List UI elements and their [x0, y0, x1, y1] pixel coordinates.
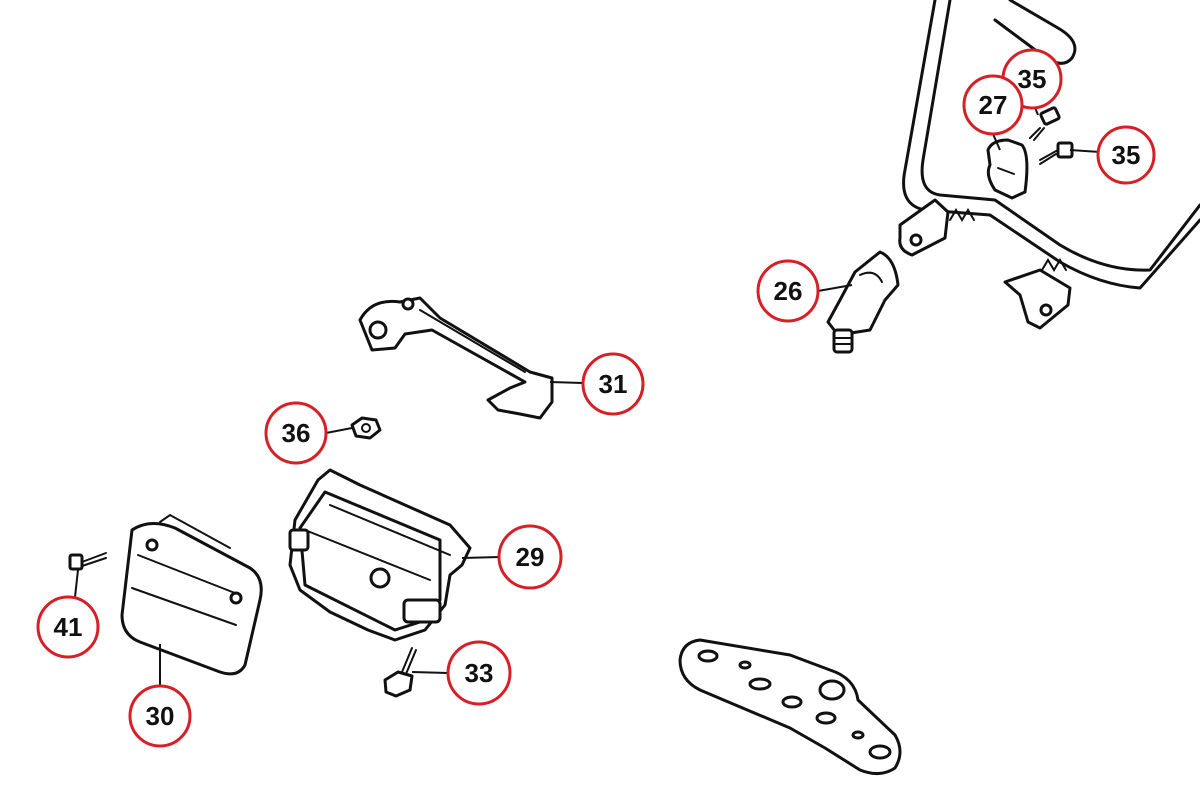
callout-circle [1096, 125, 1156, 185]
callout-circle [36, 595, 100, 659]
frame-part [898, 0, 1200, 330]
callout-label: 35 [1112, 140, 1141, 170]
case-part-29 [288, 468, 472, 642]
callout-29: 29 [497, 524, 563, 590]
callout-circle [497, 524, 563, 590]
callout-label: 36 [282, 418, 311, 448]
bracket-part-31 [358, 296, 554, 420]
cover-part-30 [120, 513, 263, 676]
callout-27: 27 [962, 74, 1024, 136]
callout-circle [581, 352, 645, 416]
callout-circle [264, 401, 328, 465]
callout-circle [756, 259, 820, 323]
bolt-part-33 [383, 647, 417, 698]
callout-33: 33 [446, 640, 512, 706]
callout-35-right: 35 [1096, 125, 1156, 185]
callout-label: 31 [599, 369, 628, 399]
callout-30: 30 [128, 684, 192, 748]
callout-label: 41 [54, 612, 83, 642]
callout-circle [962, 74, 1024, 136]
callout-label: 33 [465, 658, 494, 688]
screw-part-41 [68, 552, 107, 571]
screw-part-35b [1039, 141, 1074, 165]
nut-part-36 [350, 416, 382, 440]
callout-label: 27 [979, 90, 1008, 120]
callout-circle [446, 640, 512, 706]
callout-26: 26 [756, 259, 820, 323]
stud-bracket-part-26 [826, 250, 900, 354]
callout-label: 30 [146, 701, 175, 731]
callout-31: 31 [581, 352, 645, 416]
plate-part [678, 638, 902, 775]
screw-part-35a [1029, 106, 1061, 141]
clip-part-27 [986, 138, 1029, 200]
callout-36: 36 [264, 401, 328, 465]
callout-label: 35 [1018, 64, 1047, 94]
callout-label: 26 [774, 276, 803, 306]
callout-label: 29 [516, 542, 545, 572]
callout-41: 41 [36, 595, 100, 659]
leader-lines [74, 99, 1101, 686]
callout-circle [128, 684, 192, 748]
